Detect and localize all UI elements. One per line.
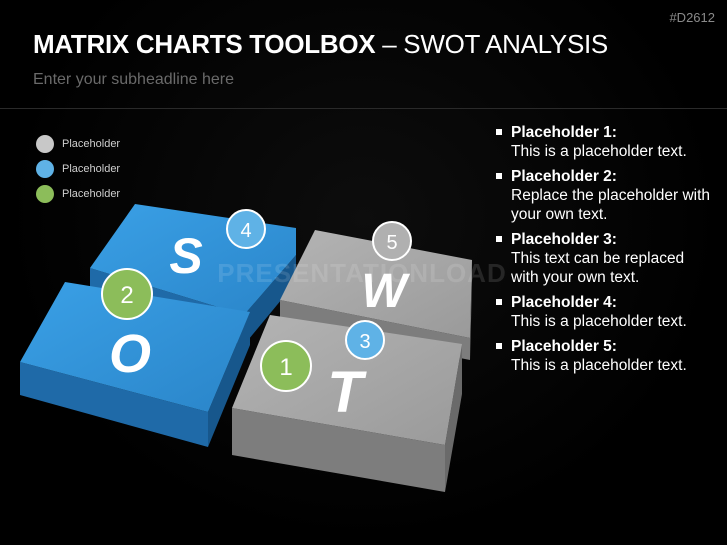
marker-4: 4 — [226, 209, 266, 249]
tile-w-letter: W — [361, 265, 410, 318]
legend: Placeholder Placeholder Placeholder — [36, 131, 120, 206]
legend-item-1: Placeholder — [36, 131, 120, 156]
bullet-title: Placeholder 5: — [511, 338, 617, 355]
bullet-title: Placeholder 1: — [511, 124, 617, 141]
divider — [0, 108, 727, 109]
tile-t-letter: T — [327, 360, 367, 425]
subtitle: Enter your subheadline here — [33, 71, 235, 88]
bullet-square-icon — [496, 129, 502, 135]
marker-1: 1 — [260, 340, 312, 392]
title-bold: MATRIX CHARTS TOOLBOX — [33, 29, 376, 59]
bullet-title: Placeholder 4: — [511, 294, 617, 311]
bullet-item-2: Placeholder 2: Replace the placeholder w… — [496, 167, 716, 224]
legend-dot-blue — [36, 159, 54, 178]
watermark: PRESENTATIONLOAD — [217, 258, 506, 288]
legend-item-3: Placeholder — [36, 181, 120, 206]
title-rest: – SWOT ANALYSIS — [375, 29, 608, 59]
marker-3: 3 — [345, 320, 385, 360]
marker-5: 5 — [372, 221, 412, 261]
legend-label: Placeholder — [62, 162, 121, 175]
bullet-list: Placeholder 1: This is a placeholder tex… — [496, 123, 716, 381]
bullet-item-3: Placeholder 3: This text can be replaced… — [496, 230, 716, 287]
svg-text:1: 1 — [279, 354, 292, 381]
legend-label: Placeholder — [62, 187, 121, 200]
bullet-text: This is a placeholder text. — [511, 313, 687, 330]
bullet-text: This is a placeholder text. — [511, 357, 687, 374]
svg-text:5: 5 — [386, 232, 397, 254]
bullet-title: Placeholder 3: — [511, 231, 617, 248]
bullet-item-5: Placeholder 5: This is a placeholder tex… — [496, 337, 716, 375]
legend-dot-green — [36, 184, 54, 203]
tile-s-letter: S — [169, 228, 202, 284]
bullet-square-icon — [496, 299, 502, 305]
deck-code: #D2612 — [669, 10, 715, 25]
svg-text:3: 3 — [359, 331, 370, 353]
legend-item-2: Placeholder — [36, 156, 120, 181]
bullet-title: Placeholder 2: — [511, 168, 617, 185]
svg-text:4: 4 — [240, 220, 251, 242]
svg-text:2: 2 — [120, 282, 133, 309]
bullet-item-1: Placeholder 1: This is a placeholder tex… — [496, 123, 716, 161]
bullet-text: Replace the placeholder with your own te… — [511, 187, 711, 223]
tile-o-letter: O — [109, 324, 151, 384]
bullet-text: This is a placeholder text. — [511, 143, 687, 160]
bullet-square-icon — [496, 236, 502, 242]
bullet-item-4: Placeholder 4: This is a placeholder tex… — [496, 293, 716, 331]
tile-o: O — [20, 282, 250, 447]
bullet-square-icon — [496, 343, 502, 349]
page-title: MATRIX CHARTS TOOLBOX – SWOT ANALYSIS — [33, 29, 608, 60]
legend-dot-gray — [36, 134, 54, 153]
legend-label: Placeholder — [62, 137, 121, 150]
marker-2: 2 — [101, 268, 153, 320]
bullet-text: This text can be replaced with your own … — [511, 250, 685, 286]
bullet-square-icon — [496, 173, 502, 179]
